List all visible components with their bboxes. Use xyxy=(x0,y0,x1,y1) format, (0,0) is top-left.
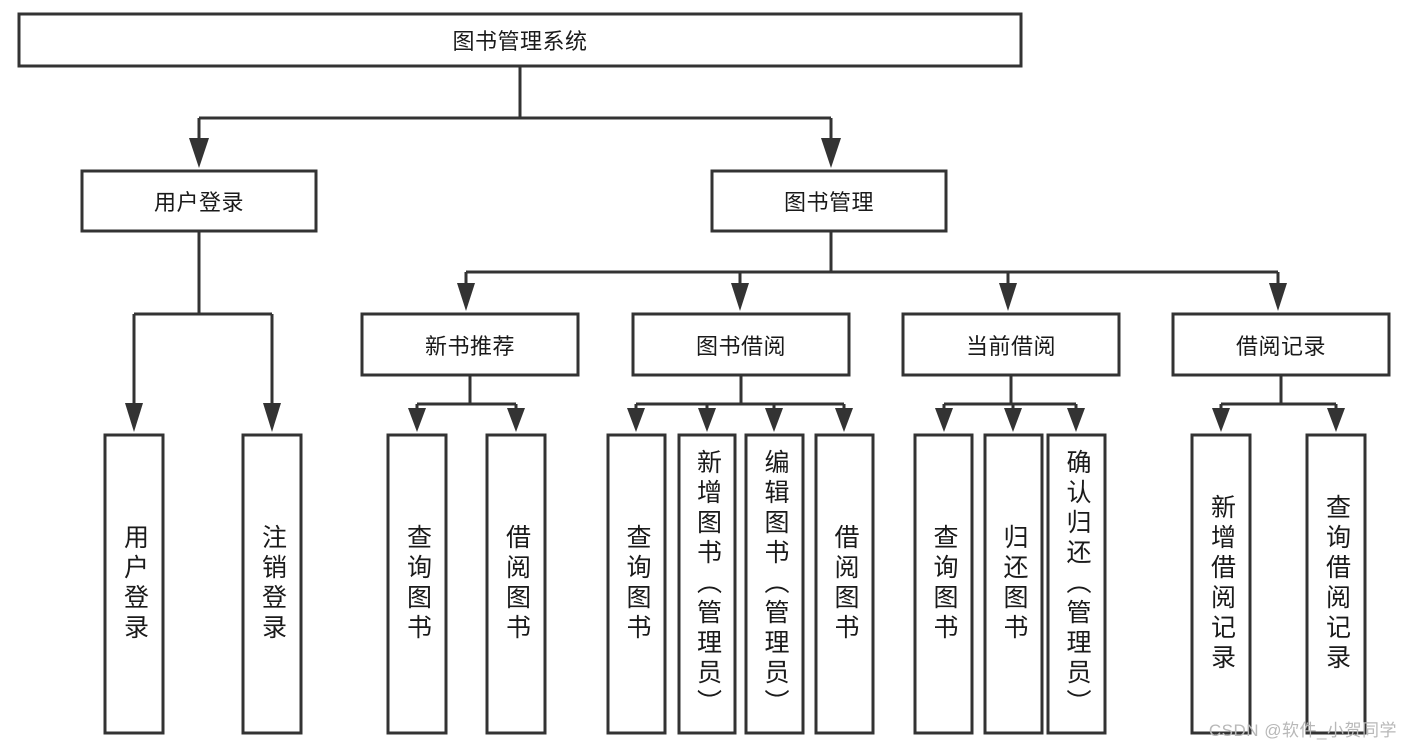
leaf-box-borrow-records-1[interactable] xyxy=(1305,433,1367,735)
arrow-head-leaf-user-login-1 xyxy=(263,403,281,432)
arrow-head-book-borrow xyxy=(731,283,749,311)
arrow-head-leaf-new-book-0 xyxy=(408,408,426,432)
leaf-box-book-borrow-2[interactable] xyxy=(744,433,805,735)
node-box-book-borrow[interactable] xyxy=(631,312,851,377)
node-box-user-login[interactable] xyxy=(80,169,318,233)
leaf-box-book-borrow-1[interactable] xyxy=(677,433,737,735)
connector-root-to-level2 xyxy=(189,66,841,168)
arrow-head-leaf-book-borrow-2 xyxy=(765,408,783,432)
arrow-head-borrow-records xyxy=(1269,283,1287,311)
arrow-head-current-borrow xyxy=(999,283,1017,311)
leaf-box-current-borrow-2[interactable] xyxy=(1046,433,1107,735)
connector-userlogin-to-leaves xyxy=(125,231,281,432)
arrow-head-leaf-new-book-1 xyxy=(507,408,525,432)
leaf-box-new-book-1[interactable] xyxy=(485,433,547,735)
arrow-head-book-management xyxy=(821,138,841,168)
connector-newbook-to-leaves xyxy=(408,375,525,432)
leaf-box-current-borrow-1[interactable] xyxy=(983,433,1044,735)
connector-borrowrecords-to-leaves xyxy=(1212,375,1345,432)
connector-bookborrow-to-leaves xyxy=(627,375,853,432)
leaf-box-user-login-1[interactable] xyxy=(241,433,303,735)
arrow-head-leaf-book-borrow-3 xyxy=(835,408,853,432)
node-box-current-borrow[interactable] xyxy=(901,312,1121,377)
leaf-box-current-borrow-0[interactable] xyxy=(913,433,974,735)
arrow-head-new-book-recommend xyxy=(457,283,475,311)
node-box-new-book-recommend[interactable] xyxy=(360,312,580,377)
node-box-book-management[interactable] xyxy=(710,169,948,233)
arrow-head-user-login xyxy=(189,138,209,168)
arrow-head-leaf-current-borrow-2 xyxy=(1067,408,1085,432)
leaf-box-book-borrow-3[interactable] xyxy=(814,433,875,735)
arrow-head-leaf-borrow-records-0 xyxy=(1212,408,1230,432)
arrow-head-leaf-borrow-records-1 xyxy=(1327,408,1345,432)
arrow-head-leaf-user-login-0 xyxy=(125,403,143,432)
node-box-root[interactable] xyxy=(17,12,1023,68)
leaf-box-user-login-0[interactable] xyxy=(103,433,165,735)
connector-bookmgmt-to-level3 xyxy=(457,231,1287,311)
arrow-head-leaf-current-borrow-1 xyxy=(1004,408,1022,432)
node-box-borrow-records[interactable] xyxy=(1171,312,1391,377)
leaf-box-borrow-records-0[interactable] xyxy=(1190,433,1252,735)
arrow-head-leaf-book-borrow-0 xyxy=(627,408,645,432)
leaf-box-new-book-0[interactable] xyxy=(386,433,448,735)
leaf-box-book-borrow-0[interactable] xyxy=(606,433,667,735)
arrow-head-leaf-current-borrow-0 xyxy=(935,408,953,432)
connector-currentborrow-to-leaves xyxy=(935,375,1085,432)
arrow-head-leaf-book-borrow-1 xyxy=(698,408,716,432)
watermark-text: CSDN @软件_小贺同学 xyxy=(1208,721,1397,740)
